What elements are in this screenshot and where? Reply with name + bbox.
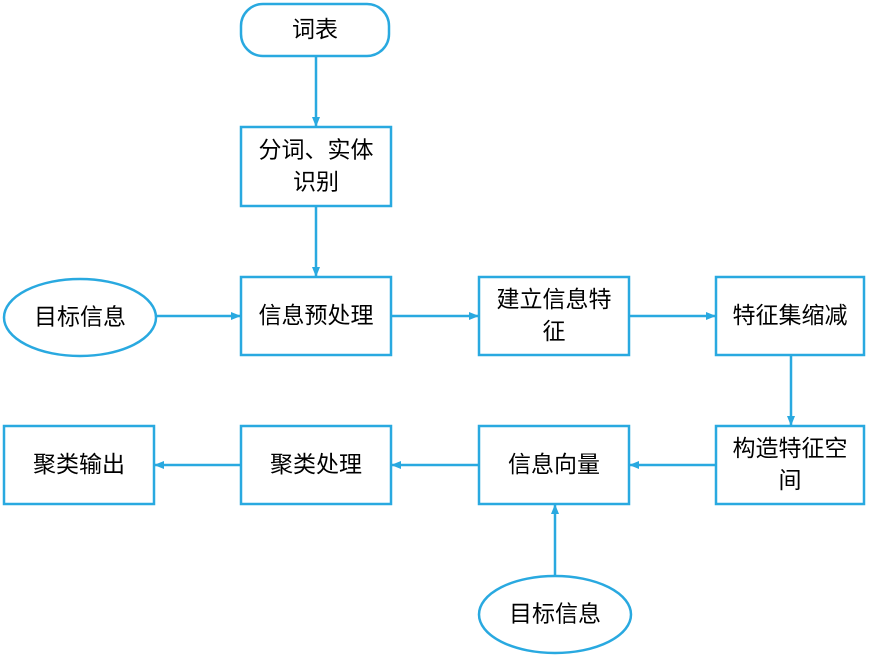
node-yuchuli: 信息预处理 [239,275,393,357]
process-box-shape [2,424,156,506]
node-julei-shuchu: 聚类输出 [2,424,156,506]
node-label-line: 聚类处理 [270,452,362,478]
process-box-shape [239,125,393,208]
node-label-line: 聚类输出 [33,452,125,478]
node-label-line: 词表 [292,17,338,43]
node-label-line: 信息向量 [508,452,600,478]
process-box-shape [477,424,631,506]
node-label-line: 构造特征空 [733,436,848,462]
node-julei-chuli: 聚类处理 [239,424,393,506]
ellipse-shape [2,277,158,358]
terminal-shape [239,2,391,58]
node-xiangliang: 信息向量 [477,424,631,506]
node-label-line: 识别 [293,170,339,196]
node-cibiao: 词表 [239,2,391,58]
ellipse-shape [477,574,633,655]
node-suojian: 特征集缩减 [714,275,866,357]
process-box-shape [239,424,393,506]
node-label-line: 间 [779,468,802,494]
node-label-line: 建立信息特 [497,287,612,313]
node-label-line: 分词、实体 [259,138,374,164]
node-label-line: 目标信息 [509,602,601,628]
node-label-line: 征 [543,319,566,345]
node-mubiao-left: 目标信息 [2,277,158,358]
process-box-shape [239,275,393,357]
process-box-shape [477,275,631,357]
process-box-shape [714,275,866,357]
node-mubiao-bottom: 目标信息 [477,574,633,655]
process-box-shape [714,424,866,506]
node-label-line: 目标信息 [34,305,126,331]
node-label-line: 信息预处理 [259,303,374,329]
node-label-line: 特征集缩减 [733,303,848,329]
